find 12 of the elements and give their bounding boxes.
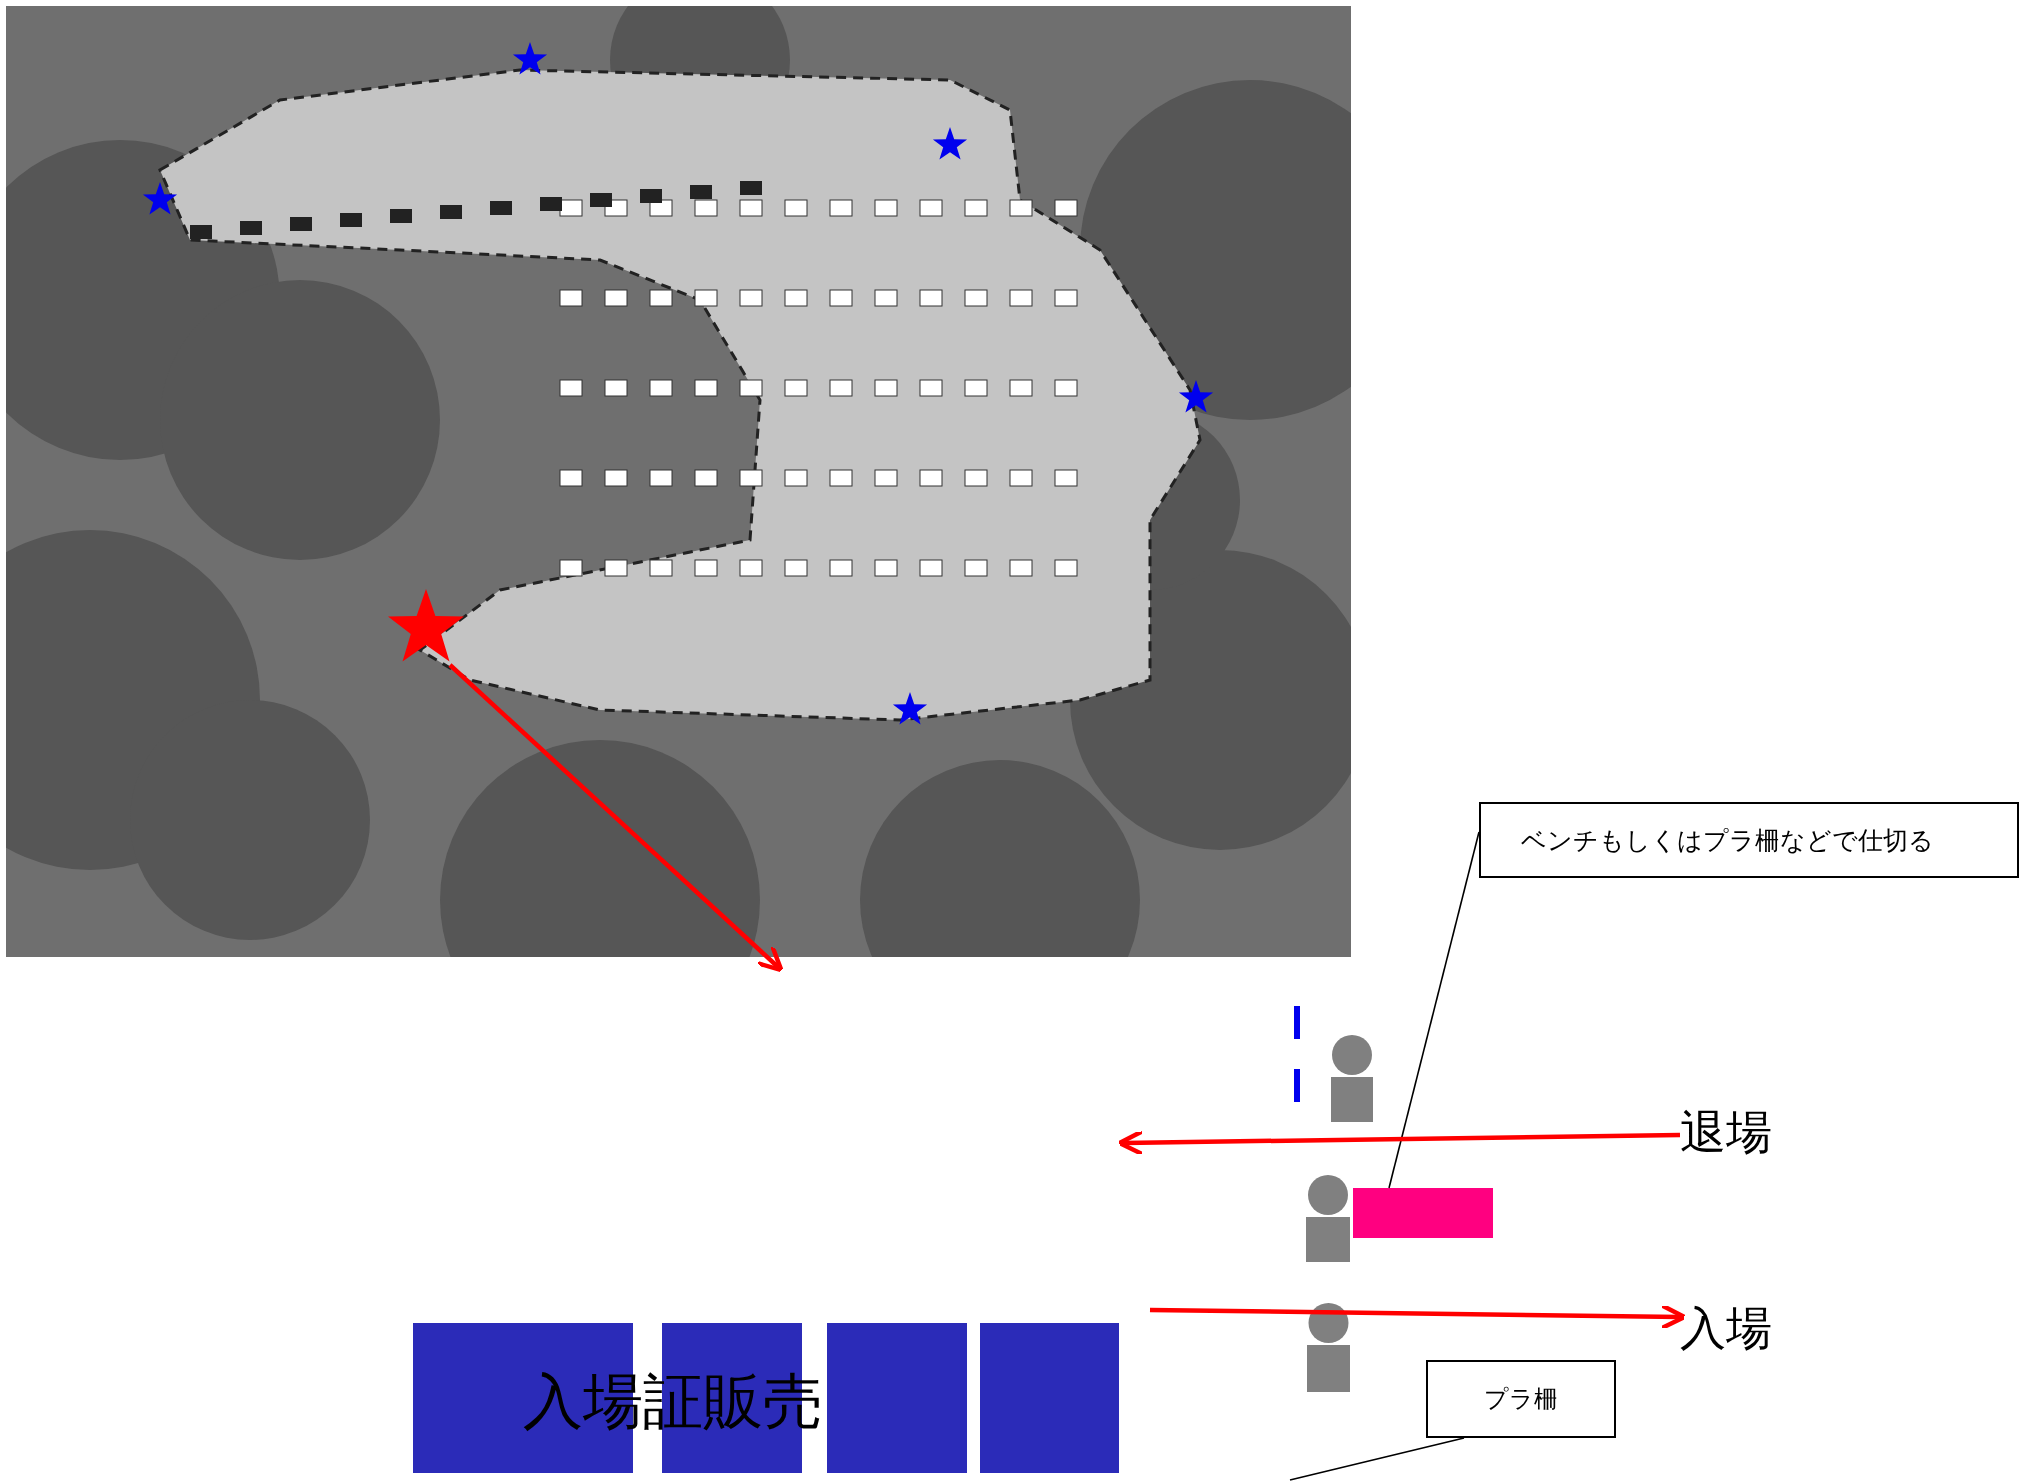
- bench-bar: [1353, 1188, 1493, 1238]
- callout-box: ベンチもしくはプラ柵などで仕切る: [1479, 802, 2019, 878]
- direction-label: 入場: [1680, 1296, 1780, 1360]
- leader-line: [1289, 1437, 1465, 1481]
- arrow: [448, 663, 784, 973]
- sales-booth: [980, 1323, 1119, 1473]
- sales-booth: [827, 1323, 967, 1473]
- arrow: [1117, 1129, 1681, 1157]
- arrow: [1149, 1303, 1687, 1331]
- callout-box: プラ柵: [1426, 1360, 1616, 1438]
- direction-label: 退場: [1680, 1100, 1780, 1164]
- leader-line: [1388, 831, 1480, 1189]
